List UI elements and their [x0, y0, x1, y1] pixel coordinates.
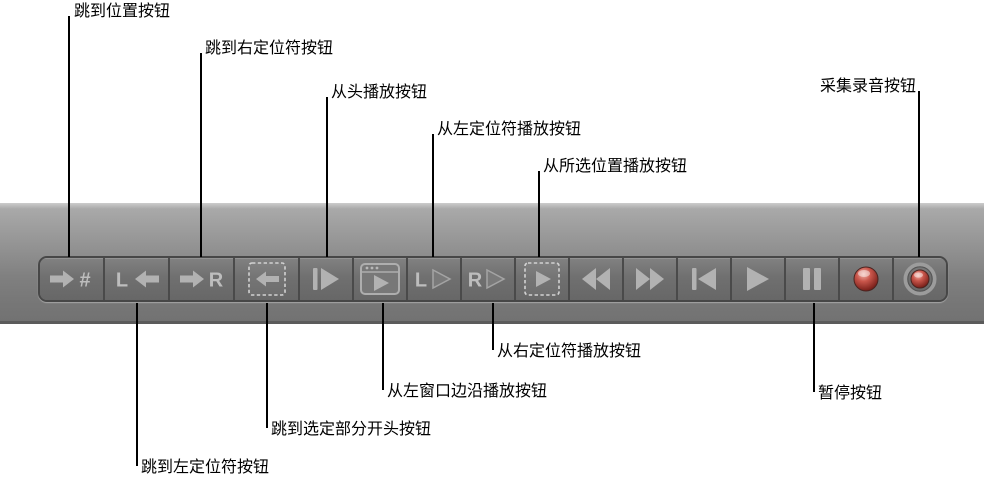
callout-line-jump-to-left-locator	[136, 303, 138, 466]
play-from-beginning-button[interactable]	[300, 258, 354, 300]
skip-to-beginning-icon	[690, 267, 718, 291]
dashed-box-play-icon	[523, 261, 561, 297]
play-from-left-locator-button[interactable]: L	[408, 258, 462, 300]
play-icon	[745, 266, 771, 292]
arrow-right-r-icon: R	[179, 266, 225, 292]
fast-forward-button[interactable]	[624, 258, 678, 300]
pause-button[interactable]	[786, 258, 840, 300]
capture-record-icon	[903, 262, 937, 296]
rewind-icon	[580, 267, 612, 291]
go-to-beginning-button[interactable]	[678, 258, 732, 300]
callout-play-from-left-window-edge: 从左窗口边沿播放按钮	[387, 383, 548, 400]
l-glyph: L	[415, 270, 427, 292]
window-play-icon	[359, 262, 401, 296]
bar-play-icon	[311, 266, 341, 292]
jump-to-position-button[interactable]: #	[40, 258, 105, 300]
transport-button-group: # L R	[38, 256, 948, 302]
rewind-button[interactable]	[570, 258, 624, 300]
callout-play-from-right-locator: 从右定位符播放按钮	[497, 343, 642, 360]
callout-pause: 暂停按钮	[818, 385, 883, 402]
l-glyph: L	[115, 270, 127, 292]
record-icon	[852, 265, 880, 293]
record-button[interactable]	[840, 258, 894, 300]
callout-line-play-from-selection	[538, 171, 540, 257]
arrow-right-hash-icon: #	[49, 266, 95, 292]
callout-line-play-from-right-locator	[492, 303, 494, 350]
callout-jump-to-right-locator: 跳到右定位符按钮	[205, 40, 334, 57]
callout-play-from-left-locator: 从左定位符播放按钮	[437, 121, 582, 138]
callout-capture-recording: 采集录音按钮	[819, 78, 916, 95]
dashed-box-arrow-left-icon	[247, 261, 287, 297]
callout-jump-to-position: 跳到位置按钮	[74, 3, 171, 20]
callout-play-from-selection: 从所选位置播放按钮	[543, 158, 688, 175]
callout-line-capture-recording	[918, 91, 920, 257]
pause-icon	[800, 267, 824, 291]
callout-line-jump-to-position	[68, 16, 70, 257]
jump-to-right-locator-button[interactable]: R	[170, 258, 235, 300]
capture-recording-button[interactable]	[894, 258, 946, 300]
callout-line-pause	[813, 303, 815, 392]
jump-to-selection-start-button[interactable]	[235, 258, 300, 300]
r-glyph: R	[208, 270, 223, 292]
jump-to-left-locator-button[interactable]: L	[105, 258, 170, 300]
callout-line-jump-to-right-locator	[200, 53, 202, 257]
hash-glyph: #	[79, 270, 90, 292]
callout-jump-to-selection-start: 跳到选定部分开头按钮	[271, 421, 432, 438]
play-from-selection-button[interactable]	[516, 258, 570, 300]
callout-line-play-from-left-window-edge	[382, 303, 384, 390]
r-play-outline-icon: R	[466, 266, 510, 292]
play-from-right-locator-button[interactable]: R	[462, 258, 516, 300]
play-from-left-window-edge-button[interactable]	[354, 258, 408, 300]
fast-forward-icon	[634, 267, 666, 291]
callout-line-play-from-left-locator	[432, 134, 434, 257]
callout-line-play-from-beginning	[326, 97, 328, 257]
callout-line-jump-to-selection-start	[266, 303, 268, 428]
r-glyph: R	[468, 270, 483, 292]
callout-jump-to-left-locator: 跳到左定位符按钮	[141, 459, 270, 476]
l-arrow-left-icon: L	[114, 266, 160, 292]
l-play-outline-icon: L	[412, 266, 456, 292]
callout-play-from-beginning: 从头播放按钮	[331, 84, 428, 101]
play-button[interactable]	[732, 258, 786, 300]
